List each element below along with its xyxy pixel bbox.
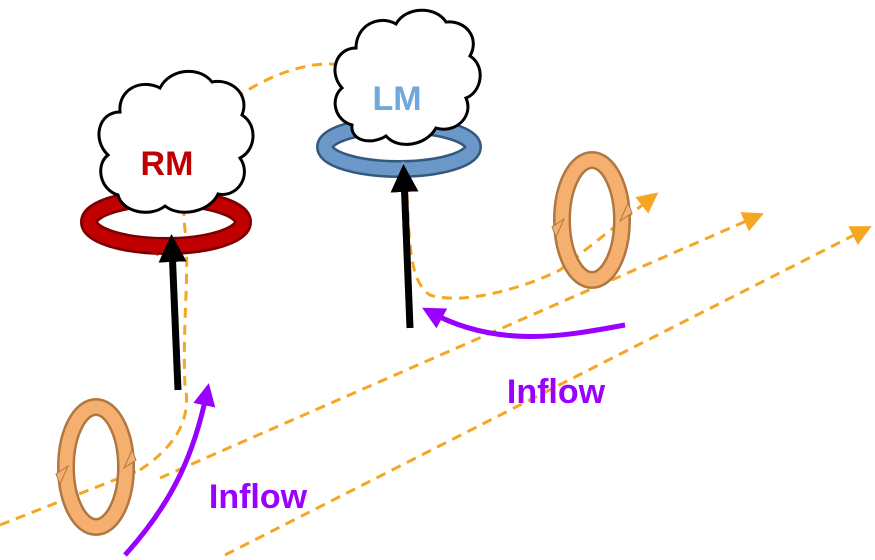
lm-cloud bbox=[333, 8, 482, 146]
rm-updraft-arrow bbox=[158, 234, 187, 391]
lm-label: LM bbox=[372, 80, 421, 118]
inflow-arrow-left bbox=[123, 383, 216, 557]
streamline-middle bbox=[159, 212, 764, 480]
rm-cloud bbox=[97, 69, 255, 214]
streamline-lower bbox=[224, 226, 872, 557]
inflow-label-right: Inflow bbox=[507, 373, 606, 411]
streamline-rm-lm bbox=[139, 62, 341, 472]
vortex-ring-left bbox=[55, 398, 137, 536]
lm-updraft-arrow bbox=[390, 164, 419, 329]
vortex-ring-right bbox=[551, 151, 633, 289]
inflow-label-left: Inflow bbox=[209, 478, 308, 516]
inflow-arrow-right bbox=[422, 307, 626, 339]
rm-label: RM bbox=[141, 145, 194, 183]
